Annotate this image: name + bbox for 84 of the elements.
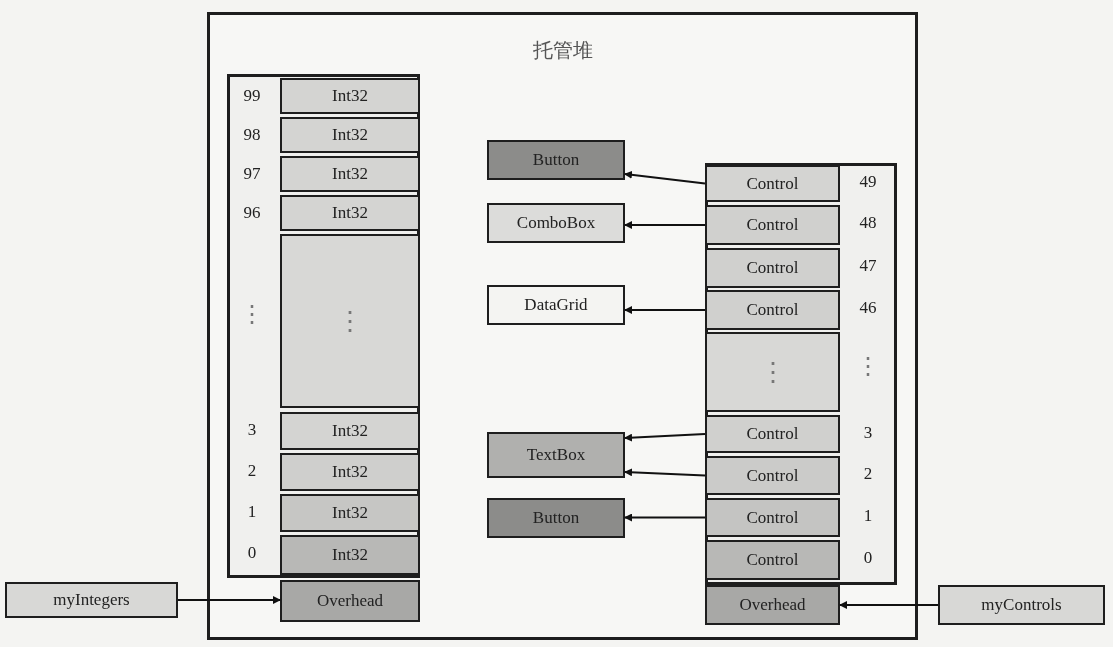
index-number: 97 [242, 164, 262, 184]
object-box [487, 498, 625, 538]
index-number: 2 [862, 464, 874, 484]
cell-text: Control [746, 215, 799, 235]
array-cell [705, 498, 840, 537]
array-cell [705, 540, 840, 580]
array-cell [280, 117, 420, 153]
array-cell [705, 248, 840, 288]
cell-text: Control [746, 173, 799, 194]
array-cell [280, 535, 420, 575]
array-cell [280, 195, 420, 231]
cell-text: Int32 [332, 503, 368, 523]
array-cell [280, 453, 420, 491]
cell-text: myIntegers [53, 590, 130, 610]
index-number: 48 [858, 213, 878, 233]
array-cell [280, 494, 420, 532]
index-number: 49 [858, 172, 878, 192]
cell-text: Control [746, 424, 799, 444]
cell-text: Int32 [332, 421, 368, 441]
arrow [624, 221, 706, 229]
cell-text: ComboBox [516, 213, 596, 233]
cell-text: Button [532, 150, 580, 170]
cell-text: Button [532, 508, 580, 528]
object-box [487, 203, 625, 243]
cell-text: DataGrid [524, 295, 588, 315]
index-number: 3 [862, 423, 874, 443]
overhead-box [705, 585, 840, 625]
cell-text: Int32 [332, 86, 368, 106]
heap-title: 托管堆 [532, 38, 593, 63]
variable-box [938, 585, 1105, 625]
array-cell [280, 412, 420, 450]
cell-text: myControls [981, 595, 1062, 615]
index-number: 2 [246, 461, 258, 481]
cell-text: Int32 [332, 203, 368, 223]
index-number: 1 [862, 506, 874, 526]
ellipsis: ⋮ [337, 305, 363, 337]
index-number: 0 [862, 548, 874, 568]
cell-text: Int32 [332, 462, 368, 482]
cell-text: Control [746, 465, 799, 486]
gap-cell [280, 234, 420, 408]
object-box [487, 285, 625, 325]
cell-text: Control [746, 300, 799, 320]
arrow [624, 170, 706, 185]
object-box [487, 432, 625, 478]
arrow [624, 306, 706, 314]
array-cell [705, 415, 840, 453]
arrow [177, 596, 281, 604]
overhead-box [280, 580, 420, 622]
index-number: 3 [246, 420, 258, 440]
array-cell [705, 456, 840, 495]
cell-text: Overhead [316, 591, 384, 611]
index-number: ⋮ [239, 300, 265, 328]
cell-text: Int32 [332, 164, 368, 184]
variable-box [5, 582, 178, 618]
heap-box [207, 12, 918, 640]
index-number: 47 [858, 256, 878, 276]
array-cell [705, 290, 840, 330]
arrow [624, 468, 706, 477]
cell-text: Int32 [332, 545, 368, 565]
array-cell [280, 156, 420, 192]
index-number: 0 [246, 543, 258, 563]
index-number: 98 [242, 125, 262, 145]
arrow [839, 601, 939, 609]
cell-text: Control [746, 258, 799, 278]
array-box [705, 163, 897, 585]
cell-text: Control [746, 507, 799, 528]
ellipsis: ⋮ [759, 356, 786, 388]
array-cell [705, 165, 840, 202]
array-cell [280, 78, 420, 114]
index-number: 1 [246, 502, 258, 522]
cell-text: Overhead [739, 595, 806, 615]
arrow [624, 433, 706, 442]
index-number: 46 [858, 298, 878, 318]
cell-text: Int32 [332, 125, 368, 145]
index-number: 99 [242, 86, 262, 106]
array-cell [705, 205, 840, 245]
cell-text: Control [746, 550, 799, 570]
index-number: ⋮ [855, 352, 881, 380]
arrow [624, 513, 706, 522]
array-box [227, 74, 420, 578]
gap-cell [705, 332, 840, 412]
index-number: 96 [242, 203, 262, 223]
cell-text: TextBox [526, 445, 586, 465]
object-box [487, 140, 625, 180]
